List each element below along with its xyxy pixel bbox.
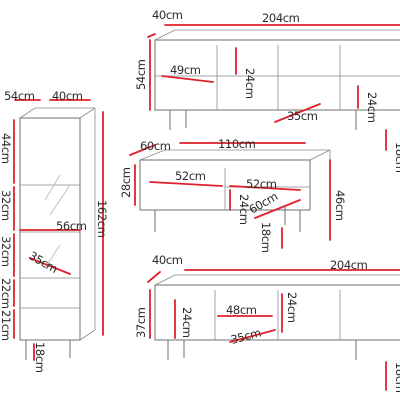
label-leg-height: 18cm	[393, 142, 400, 173]
label-compartment-width: 49cm	[170, 63, 201, 77]
label-shelf-5: 21cm	[0, 310, 13, 341]
label-height: 54cm	[134, 59, 148, 90]
tv-cabinet-bottom-body	[154, 284, 400, 341]
display-cabinet: 54cm 40cm 162cm 44cm 32cm 32cm 22cm 21cm…	[0, 89, 109, 373]
label-table-inner-height: 24cm	[237, 194, 251, 225]
label-depth: 40cm	[152, 8, 183, 22]
display-cabinet-body	[19, 117, 81, 341]
label-table-depth: 60cm	[140, 139, 171, 153]
label-shelf-3: 32cm	[0, 236, 13, 267]
label-total-height: 162cm	[95, 200, 109, 238]
label-inner-height-a: 24cm	[243, 68, 257, 99]
label-width: 204cm	[330, 258, 368, 272]
label-depth: 40cm	[152, 253, 183, 267]
label-cabinet-depth: 40cm	[52, 89, 83, 103]
label-leg-height: 18cm	[393, 362, 400, 393]
label-width: 204cm	[262, 11, 300, 25]
label-table-width: 110cm	[218, 137, 256, 151]
label-cabinet-width: 54cm	[4, 89, 35, 103]
tv-cabinet-top-body	[154, 39, 400, 111]
label-inner-height-right: 24cm	[285, 292, 299, 323]
tv-cabinet-bottom: 40cm 204cm 37cm 24cm 48cm 24cm 35cm 18cm	[134, 253, 400, 393]
label-height: 37cm	[134, 307, 148, 338]
label-inner-depth: 35cm	[229, 325, 262, 346]
label-drawer-height: 28cm	[119, 167, 133, 198]
label-drawer-width-left: 52cm	[175, 169, 206, 183]
label-shelf-2: 32cm	[0, 190, 13, 221]
label-compartment-width: 48cm	[226, 303, 257, 317]
label-table-total-height: 46cm	[333, 190, 347, 221]
dim-line-depth	[147, 33, 156, 38]
label-drawer-width-right: 52cm	[246, 177, 277, 191]
label-table-leg-height: 18cm	[259, 222, 273, 253]
label-shelf-1: 44cm	[0, 133, 13, 164]
dim-line-inner-depth	[274, 103, 321, 123]
dim-line-compartment	[161, 75, 214, 83]
label-inner-depth: 35cm	[287, 109, 318, 123]
label-shelf-4: 22cm	[0, 278, 13, 309]
label-inner-height-b: 24cm	[365, 92, 379, 123]
label-inner-width: 56cm	[56, 219, 87, 233]
dim-line-table-depth	[129, 144, 156, 156]
label-leg-height: 18cm	[33, 342, 47, 373]
tv-cabinet-top: 40cm 204cm 54cm 49cm 24cm 24cm 35cm 18cm	[134, 8, 400, 173]
coffee-table: 60cm 110cm 28cm 52cm 52cm 24cm 60cm 46cm…	[119, 137, 347, 253]
label-inner-height-left: 24cm	[180, 307, 194, 338]
